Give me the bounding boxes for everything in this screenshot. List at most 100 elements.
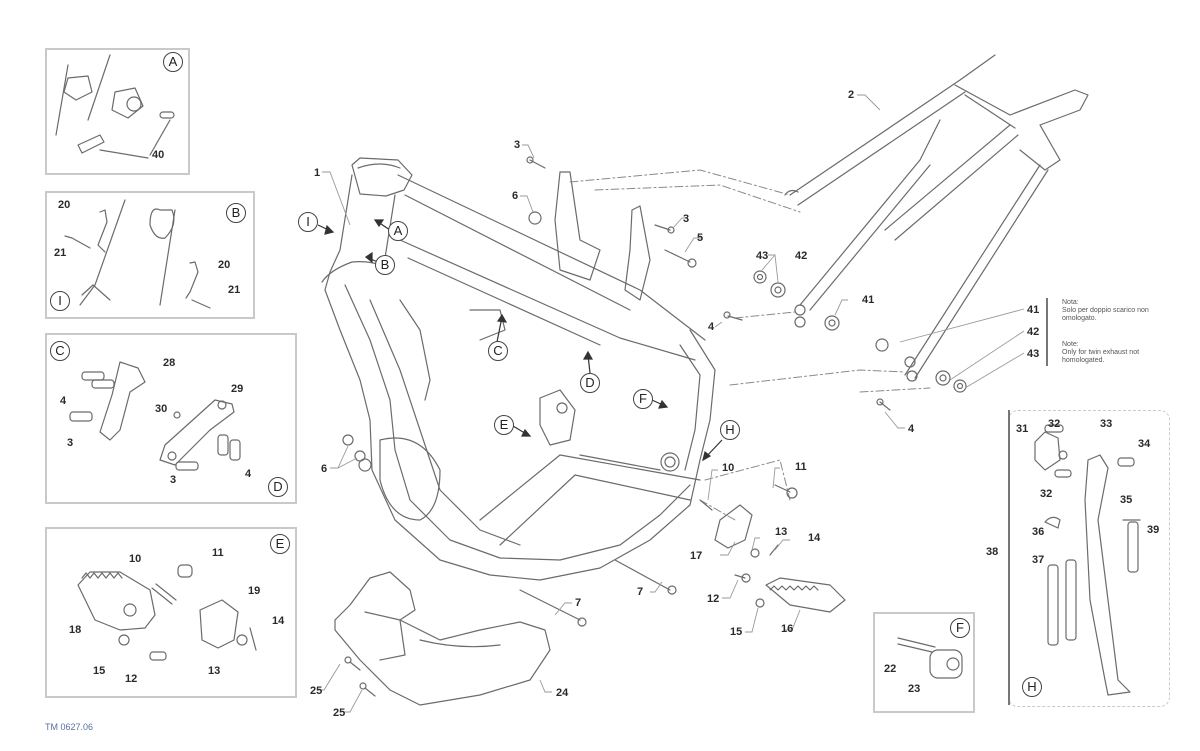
inset-cd-callout-30: 30	[155, 403, 168, 415]
footpeg-bracket	[714, 504, 753, 549]
callout-1: 1	[314, 167, 321, 179]
inset-h-callout-32: 32	[1048, 418, 1061, 430]
main-ref-b: B	[375, 255, 395, 275]
callout-42: 42	[795, 250, 808, 262]
inset-cd-callout-3: 3	[67, 437, 74, 449]
inset-e-callout-15: 15	[93, 665, 106, 677]
inset-h-group-38: 38	[986, 546, 999, 558]
inset-e	[45, 527, 297, 698]
callout-7: 7	[637, 586, 644, 598]
inset-e-callout-10: 10	[129, 553, 142, 565]
inset-bi-callout-21: 21	[54, 247, 67, 259]
inset-h-callout-31: 31	[1016, 423, 1029, 435]
note-italian-title: Nota:	[1062, 299, 1079, 306]
inset-bi-callout-20: 20	[58, 199, 71, 211]
callout-16: 16	[781, 623, 794, 635]
callout-41: 41	[1027, 304, 1040, 316]
callout-2: 2	[848, 89, 855, 101]
detail-ref-b: B	[226, 203, 246, 223]
drawing-code: TM 0627.06	[45, 722, 94, 732]
inset-h-callout-37: 37	[1032, 554, 1045, 566]
note-italian: Nota: Solo per doppio scarico non omolog…	[1062, 299, 1157, 323]
callout-24: 24	[556, 687, 569, 699]
inset-cd-callout-28: 28	[163, 357, 176, 369]
callout-41: 41	[862, 294, 875, 306]
inset-h-callout-32: 32	[1040, 488, 1053, 500]
inset-h-callout-34: 34	[1138, 438, 1151, 450]
callout-17: 17	[690, 550, 703, 562]
inset-cd-art	[69, 361, 241, 471]
notes-bracket	[1046, 298, 1048, 366]
main-ref-i: I	[298, 212, 318, 232]
callout-6: 6	[512, 190, 519, 202]
callout-4: 4	[708, 321, 715, 333]
note-english-title: Note:	[1062, 341, 1079, 348]
callout-12: 12	[707, 593, 720, 605]
detail-ref-c: C	[50, 341, 70, 361]
inset-a-callout-40: 40	[152, 149, 165, 161]
callout-43: 43	[1027, 348, 1040, 360]
inset-bi-art	[64, 199, 211, 309]
inset-cd-callout-3: 3	[170, 474, 177, 486]
main-ref-f: F	[633, 389, 653, 409]
inset-a	[45, 48, 190, 175]
detail-ref-f: F	[950, 618, 970, 638]
detail-ref-d: D	[268, 477, 288, 497]
inset-bi-callout-20: 20	[218, 259, 231, 271]
callout-42: 42	[1027, 326, 1040, 338]
spacers-41-43	[753, 270, 967, 393]
callout-6: 6	[321, 463, 328, 475]
main-ref-a: A	[388, 221, 408, 241]
callout-15: 15	[730, 626, 743, 638]
inset-cd-callout-29: 29	[231, 383, 244, 395]
callout-11: 11	[795, 461, 807, 473]
callout-3: 3	[683, 213, 690, 225]
callout-10: 10	[722, 462, 735, 474]
inset-f-callout-23: 23	[908, 683, 921, 695]
rear-subframe	[784, 54, 1089, 382]
inset-f-art	[897, 637, 963, 679]
main-ref-c: C	[488, 341, 508, 361]
skid-plate	[334, 571, 551, 706]
inset-bi-callout-21: 21	[228, 284, 241, 296]
inset-e-callout-14: 14	[272, 615, 285, 627]
detail-ref-a: A	[163, 52, 183, 72]
inset-e-callout-12: 12	[125, 673, 138, 685]
detail-ref-e: E	[270, 534, 290, 554]
inset-e-callout-18: 18	[69, 624, 82, 636]
group-bracket-38	[1008, 410, 1010, 705]
main-ref-e: E	[494, 415, 514, 435]
frame-main	[321, 157, 716, 581]
inset-h-callout-39: 39	[1147, 524, 1160, 536]
inset-e-callout-13: 13	[208, 665, 221, 677]
callout-14: 14	[808, 532, 821, 544]
callout-13: 13	[775, 526, 788, 538]
inset-h-callout-33: 33	[1100, 418, 1113, 430]
detail-ref-h: H	[1022, 677, 1042, 697]
inset-cd-callout-4: 4	[245, 468, 252, 480]
inset-h-callout-35: 35	[1120, 494, 1133, 506]
inset-f-callout-22: 22	[884, 663, 897, 675]
inset-e-callout-19: 19	[248, 585, 261, 597]
callout-25: 25	[333, 707, 346, 719]
inset-h-callout-36: 36	[1032, 526, 1045, 538]
note-italian-text: Solo per doppio scarico non omologato.	[1062, 307, 1149, 322]
main-ref-d: D	[580, 373, 600, 393]
bolts	[342, 156, 891, 627]
inset-c-d	[45, 333, 297, 504]
inset-f	[873, 612, 975, 713]
inset-e-art	[77, 564, 257, 661]
inset-a-art	[55, 54, 175, 159]
callout-3: 3	[514, 139, 521, 151]
footpeg	[765, 577, 846, 613]
callout-4: 4	[908, 423, 915, 435]
inset-h-art	[1034, 424, 1141, 696]
callout-5: 5	[697, 232, 704, 244]
inset-b-i	[45, 191, 255, 319]
callout-25: 25	[310, 685, 323, 697]
callout-43: 43	[756, 250, 769, 262]
note-english: Note: Only for twin exhaust not homologa…	[1062, 341, 1157, 365]
inset-e-callout-11: 11	[212, 547, 224, 559]
